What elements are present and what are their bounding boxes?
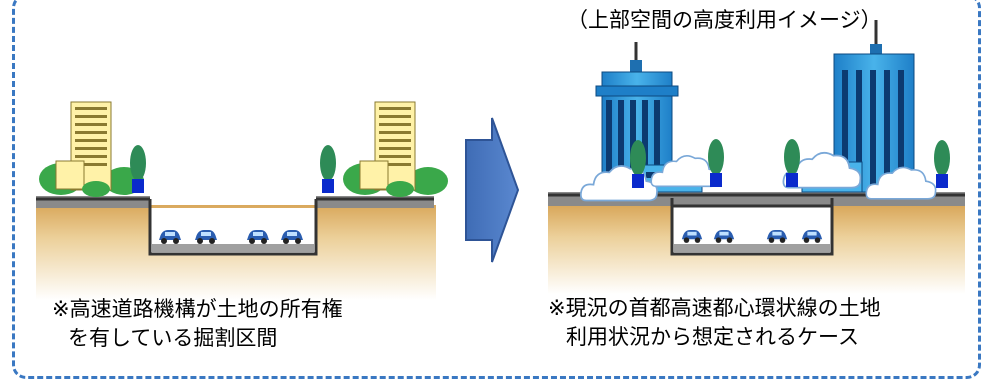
image-title: （上部空間の高度利用イメージ） bbox=[567, 8, 882, 32]
left-caption-line2: を有している掘割区間 bbox=[68, 326, 278, 350]
right-caption: ※現況の首都高速都心環状線の土地 利用状況から想定されるケース bbox=[548, 294, 881, 352]
dashed-frame bbox=[12, 0, 981, 379]
left-caption-line1: ※高速道路機構が土地の所有権 bbox=[52, 297, 343, 321]
apartment-icon bbox=[342, 101, 449, 197]
tree-icon bbox=[708, 139, 724, 187]
tree-icon bbox=[320, 145, 336, 193]
arrow-right-icon bbox=[465, 117, 520, 263]
tree-icon bbox=[130, 145, 146, 193]
tree-icon bbox=[934, 140, 950, 188]
apartment-icon bbox=[38, 101, 145, 197]
left-caption: ※高速道路機構が土地の所有権 を有している掘割区間 bbox=[52, 295, 343, 353]
right-caption-line1: ※現況の首都高速都心環状線の土地 bbox=[548, 296, 881, 320]
left-scene bbox=[36, 101, 449, 300]
tree-icon bbox=[784, 139, 800, 187]
tree-icon bbox=[630, 140, 646, 188]
right-scene bbox=[548, 20, 965, 294]
right-caption-line2: 利用状況から想定されるケース bbox=[566, 325, 859, 349]
